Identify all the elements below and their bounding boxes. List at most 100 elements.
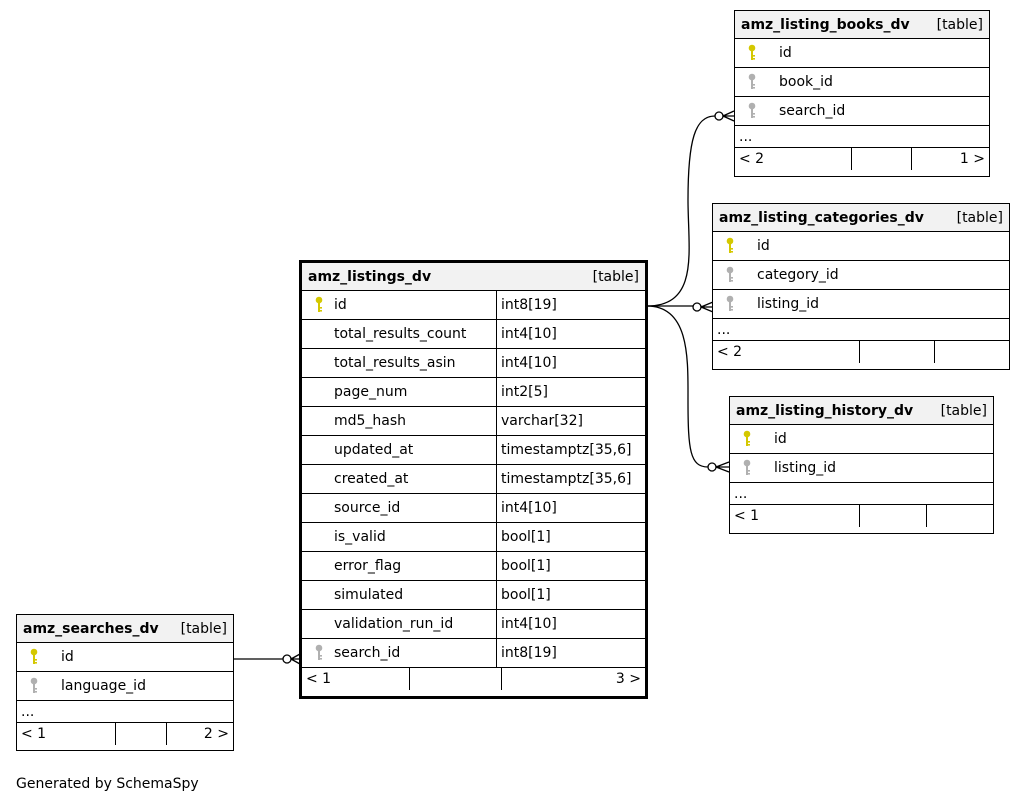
- column-name: search_id: [334, 645, 401, 661]
- edge-listings-books: [646, 115, 716, 307]
- column-name: validation_run_id: [334, 616, 454, 632]
- column-row[interactable]: id: [713, 232, 1009, 261]
- column-row[interactable]: category_id: [713, 261, 1009, 290]
- column-name: source_id: [334, 500, 401, 516]
- primary-key-icon: [736, 430, 758, 448]
- column-name: book_id: [779, 74, 833, 90]
- table-footer: < 1 3 >: [302, 668, 645, 690]
- table-amz-listing-categories-dv[interactable]: amz_listing_categories_dv [table] id cate…: [712, 203, 1010, 370]
- footer-mid: [852, 148, 912, 170]
- column-name: page_num: [334, 384, 408, 400]
- column-row[interactable]: md5_hash varchar[32]: [302, 407, 645, 436]
- column-type: timestamptz[35,6]: [496, 436, 645, 464]
- table-kind: [table]: [592, 268, 639, 285]
- footer-mid: [860, 505, 927, 527]
- edge-listings-categories-circle: [692, 302, 702, 312]
- parents-count: < 2: [713, 341, 860, 363]
- edge-listings-history-circle: [707, 462, 717, 472]
- more-columns: ...: [730, 483, 993, 505]
- children-count: [927, 505, 993, 527]
- children-count: 3 >: [615, 671, 641, 687]
- column-type: int8[19]: [496, 639, 645, 667]
- primary-key-icon: [23, 648, 45, 666]
- column-name: simulated: [334, 587, 404, 603]
- table-amz-listing-history-dv[interactable]: amz_listing_history_dv [table] id listing…: [729, 396, 994, 534]
- table-footer: < 1 2 >: [17, 723, 233, 745]
- column-name: id: [334, 297, 347, 313]
- table-header: amz_searches_dv [table]: [17, 615, 233, 643]
- column-name: created_at: [334, 471, 409, 487]
- edge-listings-categories-crowfoot: [700, 301, 714, 313]
- column-name: id: [61, 649, 74, 665]
- table-footer: < 2 1 >: [735, 148, 989, 170]
- table-footer: < 1: [730, 505, 993, 527]
- column-row[interactable]: language_id: [17, 672, 233, 701]
- edge-listings-books-circle: [714, 111, 724, 121]
- edge-listings-books-crowfoot: [722, 110, 735, 122]
- column-name: category_id: [757, 267, 839, 283]
- foreign-key-icon: [23, 677, 45, 695]
- footer-mid: [860, 341, 935, 363]
- generated-by-label: Generated by SchemaSpy: [16, 776, 199, 792]
- table-name: amz_listing_books_dv: [741, 16, 910, 33]
- primary-key-icon: [741, 44, 763, 62]
- column-row[interactable]: listing_id: [713, 290, 1009, 319]
- column-row[interactable]: page_num int2[5]: [302, 378, 645, 407]
- column-name: updated_at: [334, 442, 414, 458]
- column-name: id: [757, 238, 770, 254]
- column-name: id: [774, 431, 787, 447]
- column-type: varchar[32]: [496, 407, 645, 435]
- foreign-key-icon: [741, 73, 763, 91]
- footer-mid: [116, 723, 167, 745]
- column-name: listing_id: [757, 296, 819, 312]
- table-kind: [table]: [940, 402, 987, 419]
- column-row[interactable]: search_id: [735, 97, 989, 126]
- column-name: id: [779, 45, 792, 61]
- column-type: int4[10]: [496, 349, 645, 377]
- column-row[interactable]: id: [17, 643, 233, 672]
- column-row[interactable]: listing_id: [730, 454, 993, 483]
- column-row[interactable]: id: [735, 39, 989, 68]
- table-name: amz_listings_dv: [308, 268, 432, 285]
- edge-listings-history: [646, 305, 709, 468]
- foreign-key-icon: [736, 459, 758, 477]
- column-name: language_id: [61, 678, 146, 694]
- column-name: md5_hash: [334, 413, 407, 429]
- column-type: int2[5]: [496, 378, 645, 406]
- foreign-key-icon: [719, 295, 741, 313]
- column-type: int4[10]: [496, 494, 645, 522]
- foreign-key-icon: [741, 102, 763, 120]
- column-row[interactable]: book_id: [735, 68, 989, 97]
- footer-mid: [410, 668, 502, 690]
- table-kind: [table]: [180, 620, 227, 637]
- column-name: search_id: [779, 103, 846, 119]
- table-header: amz_listing_categories_dv [table]: [713, 204, 1009, 232]
- more-columns: ...: [735, 126, 989, 148]
- primary-key-icon: [719, 237, 741, 255]
- column-row[interactable]: id: [730, 425, 993, 454]
- column-row[interactable]: total_results_asin int4[10]: [302, 349, 645, 378]
- column-row[interactable]: updated_at timestamptz[35,6]: [302, 436, 645, 465]
- edge-searches-listings-circle: [282, 654, 292, 664]
- column-row[interactable]: search_id int8[19]: [302, 639, 645, 668]
- table-header: amz_listing_books_dv [table]: [735, 11, 989, 39]
- children-count: [935, 341, 1009, 363]
- table-name: amz_listing_categories_dv: [719, 209, 924, 226]
- column-name: total_results_asin: [334, 355, 456, 371]
- column-type: int4[10]: [496, 320, 645, 348]
- edge-listings-history-crowfoot: [715, 461, 730, 473]
- table-header: amz_listing_history_dv [table]: [730, 397, 993, 425]
- column-row[interactable]: source_id int4[10]: [302, 494, 645, 523]
- column-type: bool[1]: [496, 523, 645, 551]
- table-name: amz_searches_dv: [23, 620, 159, 637]
